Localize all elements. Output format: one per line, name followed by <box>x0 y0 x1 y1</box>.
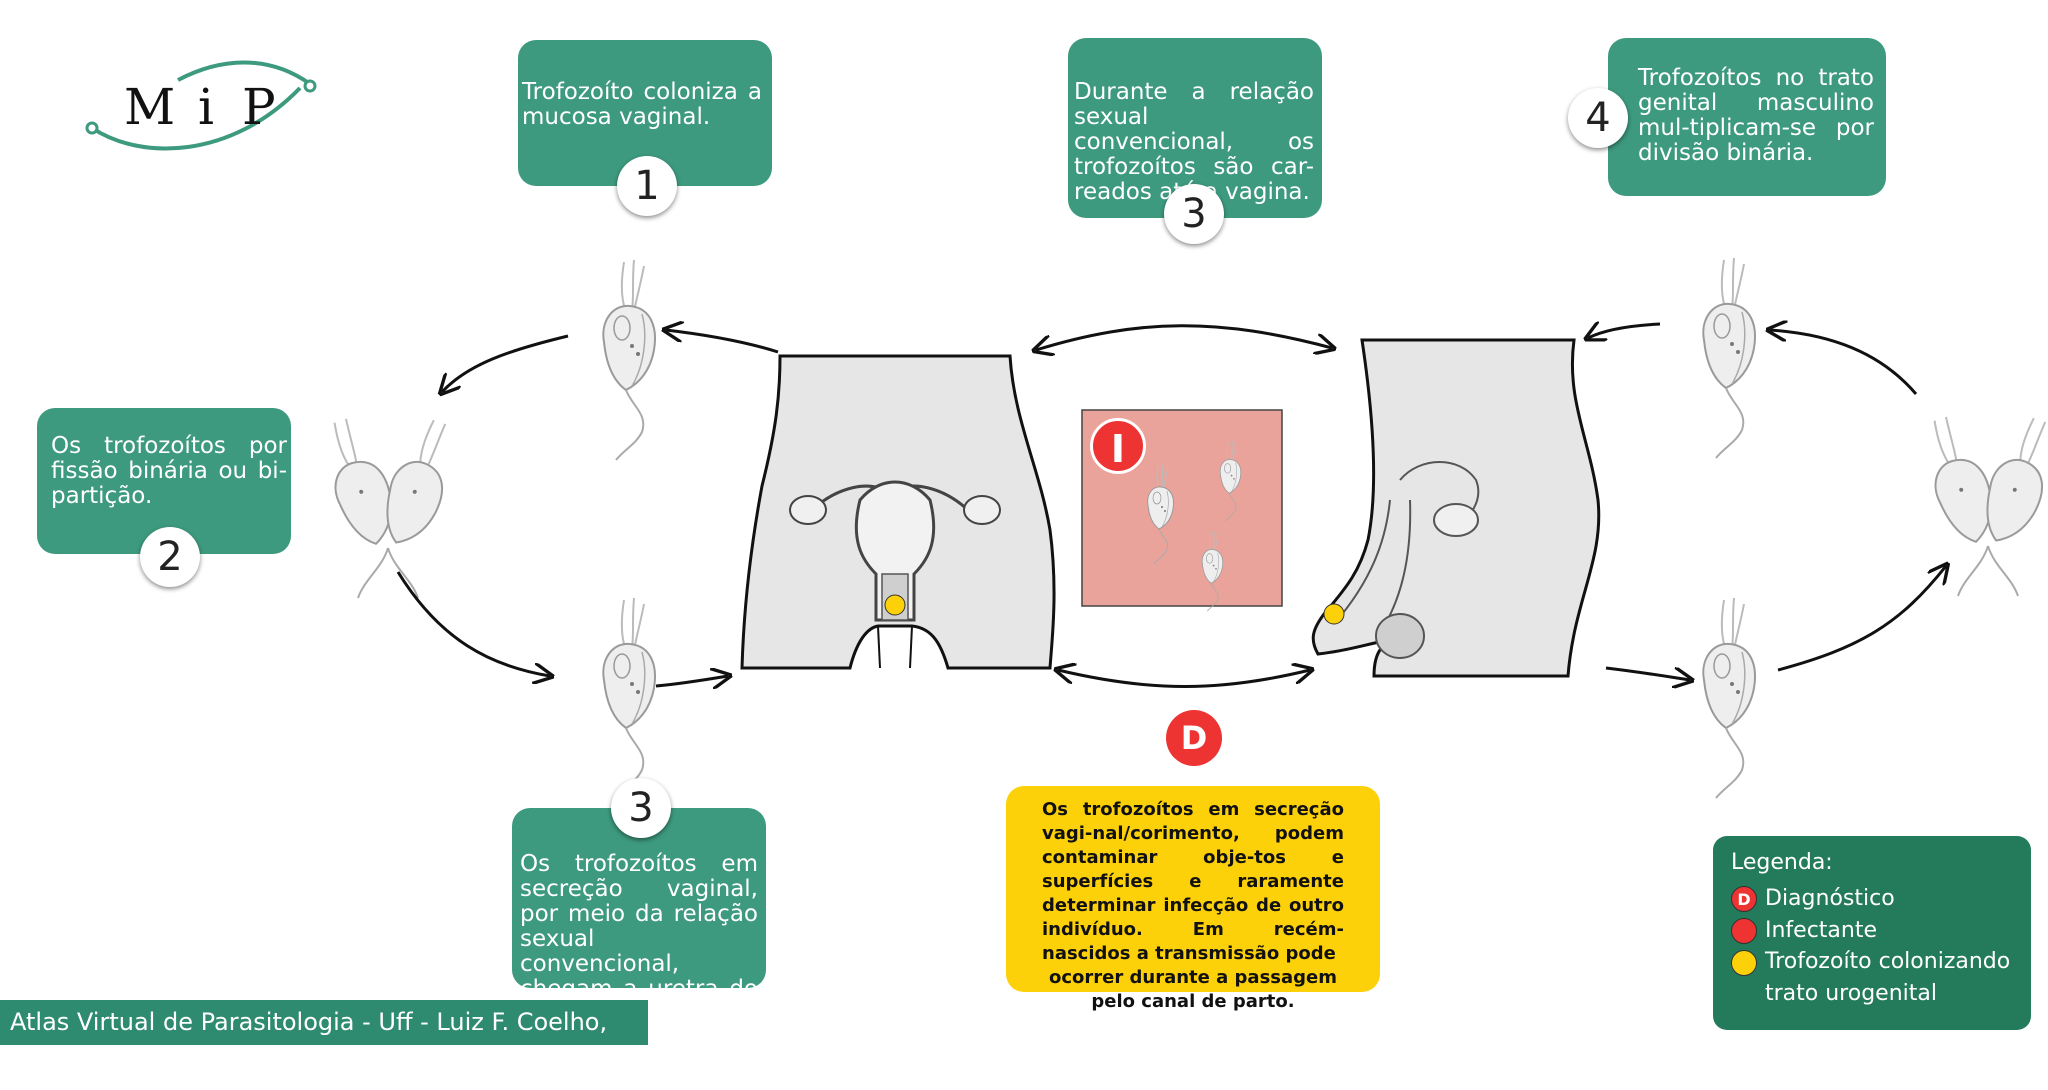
cycle-arrows <box>396 324 1946 688</box>
step-1-text: Trofozoíto coloniza a mucosa vaginal. <box>522 79 762 130</box>
diagnostic-badge: D <box>1166 710 1222 766</box>
legend-item-diagnostic: D Diagnóstico <box>1731 886 1895 912</box>
trophozoite-left-bottom <box>602 597 656 799</box>
male-pelvis-illustration <box>1311 338 1601 678</box>
female-pelvis-illustration <box>740 354 1056 670</box>
arrow-right-bottom-to-split <box>1777 566 1946 672</box>
infective-badge: I <box>1090 418 1146 474</box>
step-3-female-box: Os trofozoítos em secreção vaginal, por … <box>512 808 766 1027</box>
logo-letter-i: i <box>198 78 214 136</box>
legend: Legenda: D Diagnóstico Infectante Trofoz… <box>1713 836 2031 1030</box>
step-4-box: Trofozoítos no trato genital masculino m… <box>1608 38 1886 196</box>
arrow-to-male-from-top <box>1588 324 1661 338</box>
legend-colonizing-label: Trofozoíto colonizando trato urogenital <box>1765 949 2011 1006</box>
male-colonization-dot <box>1323 603 1345 625</box>
step-2-number: 2 <box>140 527 200 587</box>
mip-logo: M i P <box>85 60 317 151</box>
trophozoite-dividing-right <box>1913 410 2048 597</box>
transmission-note: Os trofozoítos em secreção vagi-nal/cori… <box>1006 786 1380 1012</box>
arrow-uterus-to-trophozoite <box>666 330 779 354</box>
step-3-female-text: Os trofozoítos em secreção vaginal, por … <box>520 851 758 1027</box>
arrow-trophozoite-to-female <box>655 676 728 686</box>
footer-credit: Atlas Virtual de Parasitologia - Uff - L… <box>0 1000 648 1081</box>
life-cycle-diagram: M i P <box>0 38 2048 1081</box>
step-3-male-number: 3 <box>1164 184 1224 244</box>
trophozoite-dividing-left <box>313 412 465 599</box>
diagram-illustration: M i P <box>85 60 2048 799</box>
logo-letter-p: P <box>242 78 276 136</box>
logo-letter-m: M <box>124 78 175 136</box>
legend-item-colonizing: Trofozoíto colonizando trato urogenital <box>1731 949 2021 1010</box>
arrow-split-to-left-bottom <box>396 571 550 676</box>
step-1-number: 1 <box>617 156 677 216</box>
trophozoite-right-top <box>1702 257 1756 459</box>
arrow-split-to-right-top <box>1770 330 1918 395</box>
step-2-text: Os trofozoítos por fissão binária ou bi-… <box>51 433 287 509</box>
arrow-left-top-to-split <box>442 334 569 392</box>
arrow-male-to-right-bottom <box>1605 666 1690 680</box>
legend-diagnostic-icon: D <box>1731 886 1757 912</box>
legend-title: Legenda: <box>1731 850 1833 875</box>
legend-infective-label: Infectante <box>1765 918 1878 943</box>
step-4-text: Trofozoítos no trato genital masculino m… <box>1638 65 1874 166</box>
trophozoite-left-top <box>602 259 656 461</box>
transmission-note-text: Os trofozoítos em secreção vagi-nal/cori… <box>1042 799 1344 964</box>
arrow-top-between-partners <box>1036 324 1332 350</box>
legend-infective-icon <box>1731 918 1757 944</box>
step-3-female-number: 3 <box>611 778 671 838</box>
female-colonization-dot <box>884 594 906 616</box>
arrow-bottom-between-partners <box>1058 670 1310 688</box>
legend-item-infective: Infectante <box>1731 918 1877 944</box>
trophozoite-right-bottom <box>1702 597 1756 799</box>
step-1-box: Trofozoíto coloniza a mucosa vaginal. <box>518 40 772 186</box>
step-4-number: 4 <box>1568 88 1628 148</box>
step-3-male-text: Durante a relação sexual convencional, o… <box>1074 79 1314 205</box>
transmission-note-last-line: ocorrer durante a passagem pelo canal de… <box>1049 967 1337 1012</box>
legend-colonizing-icon <box>1731 950 1757 976</box>
legend-diagnostic-label: Diagnóstico <box>1765 886 1895 911</box>
